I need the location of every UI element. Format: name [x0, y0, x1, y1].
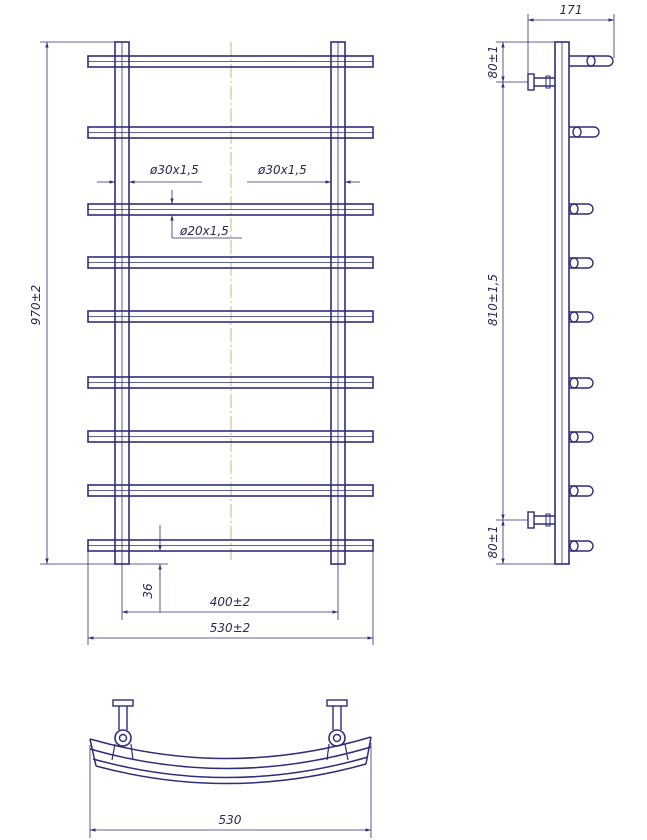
dim-height-total: 970±2 — [29, 285, 43, 326]
side-bottom-mount — [527, 511, 555, 529]
dim-mount-spacing: 810±1,5 — [486, 274, 500, 326]
side-top-mount — [527, 73, 555, 91]
dim-rail-diameter-left: ø30x1,5 — [149, 163, 199, 177]
horizontal-bars — [87, 55, 374, 552]
plan-left-bracket — [111, 699, 134, 761]
dim-mount-top: 80±1 — [486, 46, 500, 79]
dim-rail-spacing: 400±2 — [210, 595, 251, 609]
dim-width-plan: 530 — [219, 813, 242, 827]
plan-view: 530 — [89, 699, 372, 838]
dim-rail-diameter-right: ø30x1,5 — [257, 163, 307, 177]
dim-mount-bottom: 80±1 — [486, 526, 500, 559]
plan-right-bracket — [326, 699, 349, 761]
dim-depth: 171 — [560, 3, 583, 17]
dim-bar-diameter: ø20x1,5 — [179, 224, 229, 238]
dim-width-total: 530±2 — [210, 621, 251, 635]
dim-bottom-offset: 36 — [141, 583, 155, 599]
side-bar-ends — [569, 55, 614, 552]
front-view: 970±2 ø30x1,5 ø30x1,5 ø20x1,5 36 400±2 5… — [29, 41, 374, 645]
side-view: 171 80±1 810±1,5 80±1 — [486, 3, 615, 565]
